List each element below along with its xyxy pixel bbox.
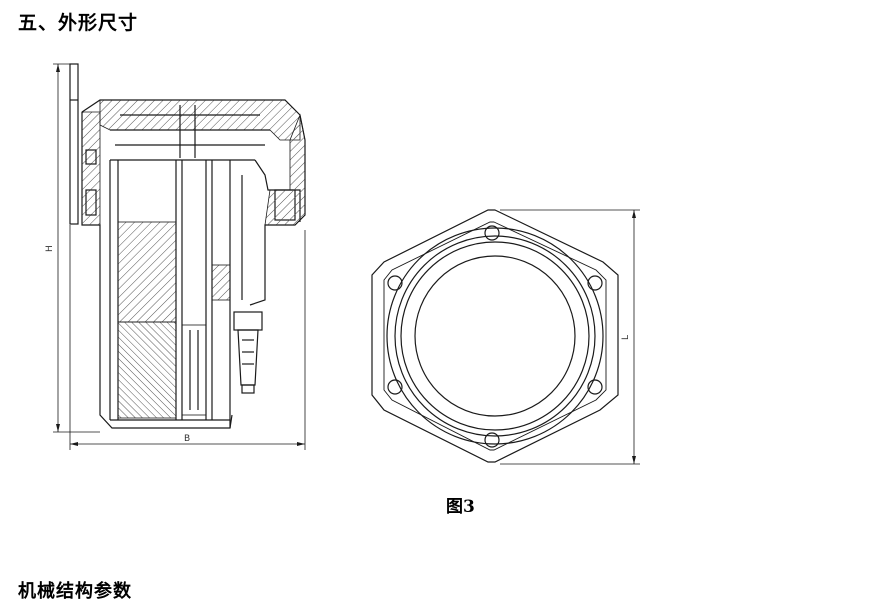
side-section-view	[53, 63, 306, 450]
footer-heading: 机械结构参数	[18, 581, 132, 602]
length-label: L	[621, 335, 631, 340]
top-hexagon-view	[371, 209, 640, 465]
mounting-holes	[387, 225, 603, 448]
base-dimension	[69, 225, 306, 450]
section-heading: 五、外形尺寸	[18, 12, 139, 34]
base-label: B	[184, 434, 190, 444]
length-dimension	[500, 209, 640, 465]
height-label: H	[45, 245, 55, 252]
figure-caption: 图3	[446, 497, 475, 517]
